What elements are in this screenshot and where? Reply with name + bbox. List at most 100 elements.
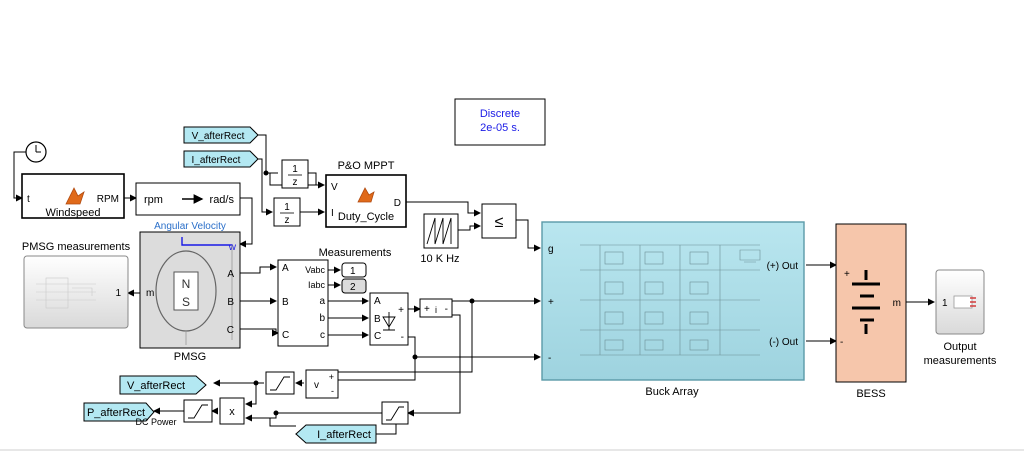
rotor-s-pole-icon: S: [182, 295, 190, 309]
buck-out-neg-label: (-) Out: [769, 337, 798, 348]
mppt-in-i-label: I: [331, 208, 334, 219]
meas-iabc-label: Iabc: [308, 280, 326, 290]
from-tag-i-after-rect-top[interactable]: I_afterRect: [183, 150, 259, 168]
meas-port-c-right: c: [320, 330, 325, 341]
meas-port-b-right: b: [319, 313, 325, 324]
bess-minus: -: [840, 337, 843, 348]
pmsg-measurements-scope[interactable]: PMSG measurements 1: [22, 241, 131, 329]
dc-power-label: DC Power: [135, 417, 176, 427]
mppt-out-d-label: D: [394, 198, 401, 209]
tag-v-after-rect-bottom-label: V_afterRect: [127, 380, 185, 392]
bess-block[interactable]: + - m BESS: [835, 223, 907, 400]
buck-array-subsystem[interactable]: g + - (+) Out (-) Out Buck Array: [541, 221, 805, 398]
outport-2[interactable]: 2: [341, 278, 367, 294]
mppt-in-v-label: V: [331, 182, 338, 193]
converter-in-label: rpm: [144, 194, 163, 206]
angular-velocity-converter[interactable]: rpm rad/s Angular Velocity: [135, 182, 241, 232]
diode-icon: [382, 312, 396, 331]
current-sensor-minus: -: [445, 304, 448, 315]
product-symbol: x: [229, 406, 235, 418]
wire-junctions: [253, 170, 475, 416]
diode-rectifier-block[interactable]: A B C + -: [369, 292, 409, 346]
mppt-title: P&O MPPT: [338, 160, 395, 172]
bess-port-m: m: [893, 298, 901, 309]
windspeed-in-port-label: t: [27, 194, 30, 205]
three-phase-measurement-block[interactable]: Measurements A B C Vabc Iabc a b c: [277, 247, 392, 347]
goto-tag-i-after-rect-bottom[interactable]: I_afterRect: [295, 424, 377, 444]
solver-step-text: 2e-05 s.: [480, 122, 520, 134]
converter-block-label: Angular Velocity: [154, 221, 226, 232]
voltage-sensor-minus: -: [331, 386, 334, 396]
relational-symbol: ≤: [495, 214, 504, 231]
relational-operator-block[interactable]: ≤: [481, 203, 517, 239]
machine-rotor-icon: [173, 271, 199, 311]
battery-icon: [852, 270, 880, 334]
buck-port-minus: -: [548, 353, 551, 364]
tag-v-after-rect-top-label: V_afterRect: [192, 131, 245, 142]
output-measurements-label-line2: measurements: [924, 355, 997, 367]
po-mppt-block[interactable]: P&O MPPT V I D Duty_Cycle: [325, 160, 407, 228]
sawtooth-wave-icon: [426, 217, 452, 245]
solver-type-text: Discrete: [480, 108, 520, 120]
product-block[interactable]: x: [219, 397, 245, 425]
voltage-sensor-label: v: [314, 380, 319, 391]
meas-port-b-left: B: [282, 297, 289, 308]
delay2-den: z: [285, 215, 290, 226]
goto-tag-v-after-rect-bottom[interactable]: V_afterRect: [119, 375, 207, 395]
current-sensor-block[interactable]: + - i: [419, 298, 453, 318]
rect-port-c: C: [374, 331, 381, 342]
clock-icon: [35, 145, 41, 153]
outport-2-label: 2: [350, 282, 356, 293]
carrier-10khz-block[interactable]: 10 K Hz: [420, 213, 460, 265]
scope-preview-icon: [36, 277, 96, 309]
rect-port-b: B: [374, 314, 381, 325]
windspeed-block[interactable]: t RPM Windspeed: [21, 173, 125, 219]
windspeed-out-port-label: RPM: [97, 194, 119, 205]
outport-1[interactable]: 1: [341, 262, 367, 278]
output-measurements-label-line1: Output: [943, 341, 976, 353]
mppt-function-label: Duty_Cycle: [338, 211, 394, 223]
pmsg-port-c: C: [227, 325, 234, 336]
rect-port-a: A: [374, 296, 381, 307]
matlab-logo-icon: [65, 187, 85, 205]
matlab-logo-icon: [357, 187, 375, 203]
delay2-num: 1: [284, 202, 290, 213]
powergui-solver-block[interactable]: Discrete 2e-05 s.: [454, 98, 546, 146]
unit-delay-1[interactable]: 1 z: [281, 159, 309, 189]
buck-port-g: g: [548, 244, 554, 255]
converter-out-label: rad/s: [210, 194, 235, 206]
current-sensor-i: i: [435, 305, 437, 315]
meas-vabc-label: Vabc: [305, 265, 325, 275]
i-filter-block[interactable]: [381, 401, 409, 425]
windspeed-block-label: Windspeed: [45, 207, 100, 219]
rotor-n-pole-icon: N: [182, 277, 191, 291]
pmsg-block[interactable]: w N S m A B C PMSG: [139, 231, 241, 363]
buck-internal-circuit-icon: [580, 244, 761, 356]
pmsg-measurements-in-port: 1: [115, 288, 121, 299]
output-measurements-scope[interactable]: 1 Output measurements: [924, 269, 997, 367]
tag-p-after-rect-label: P_afterRect: [87, 407, 145, 419]
saturation-icon: [188, 404, 208, 419]
buck-array-label: Buck Array: [645, 386, 699, 398]
goto-tag-p-after-rect[interactable]: P_afterRect: [83, 402, 155, 422]
rect-minus: -: [401, 332, 404, 343]
voltage-sensor-plus: +: [329, 372, 334, 382]
saturation-icon: [386, 406, 404, 421]
measurements-label: Measurements: [319, 247, 392, 259]
pmsg-port-m: m: [146, 288, 154, 299]
unit-delay-2[interactable]: 1 z: [273, 197, 301, 227]
tag-i-after-rect-bottom-label: I_afterRect: [317, 429, 371, 441]
clock-block[interactable]: [25, 141, 47, 163]
pmsg-speed-link: [181, 237, 232, 246]
p-filter-block[interactable]: [183, 399, 213, 423]
v-filter-block[interactable]: [265, 371, 295, 395]
buck-out-pos-label: (+) Out: [767, 261, 799, 272]
delay1-den: z: [293, 177, 298, 188]
pmsg-port-b: B: [227, 297, 234, 308]
voltage-sensor-block[interactable]: v + -: [305, 369, 339, 399]
pmsg-internal-lines: [185, 245, 233, 345]
meas-port-a-right: a: [319, 296, 325, 307]
from-tag-v-after-rect-top[interactable]: V_afterRect: [183, 126, 259, 144]
meas-port-c-left: C: [282, 330, 289, 341]
